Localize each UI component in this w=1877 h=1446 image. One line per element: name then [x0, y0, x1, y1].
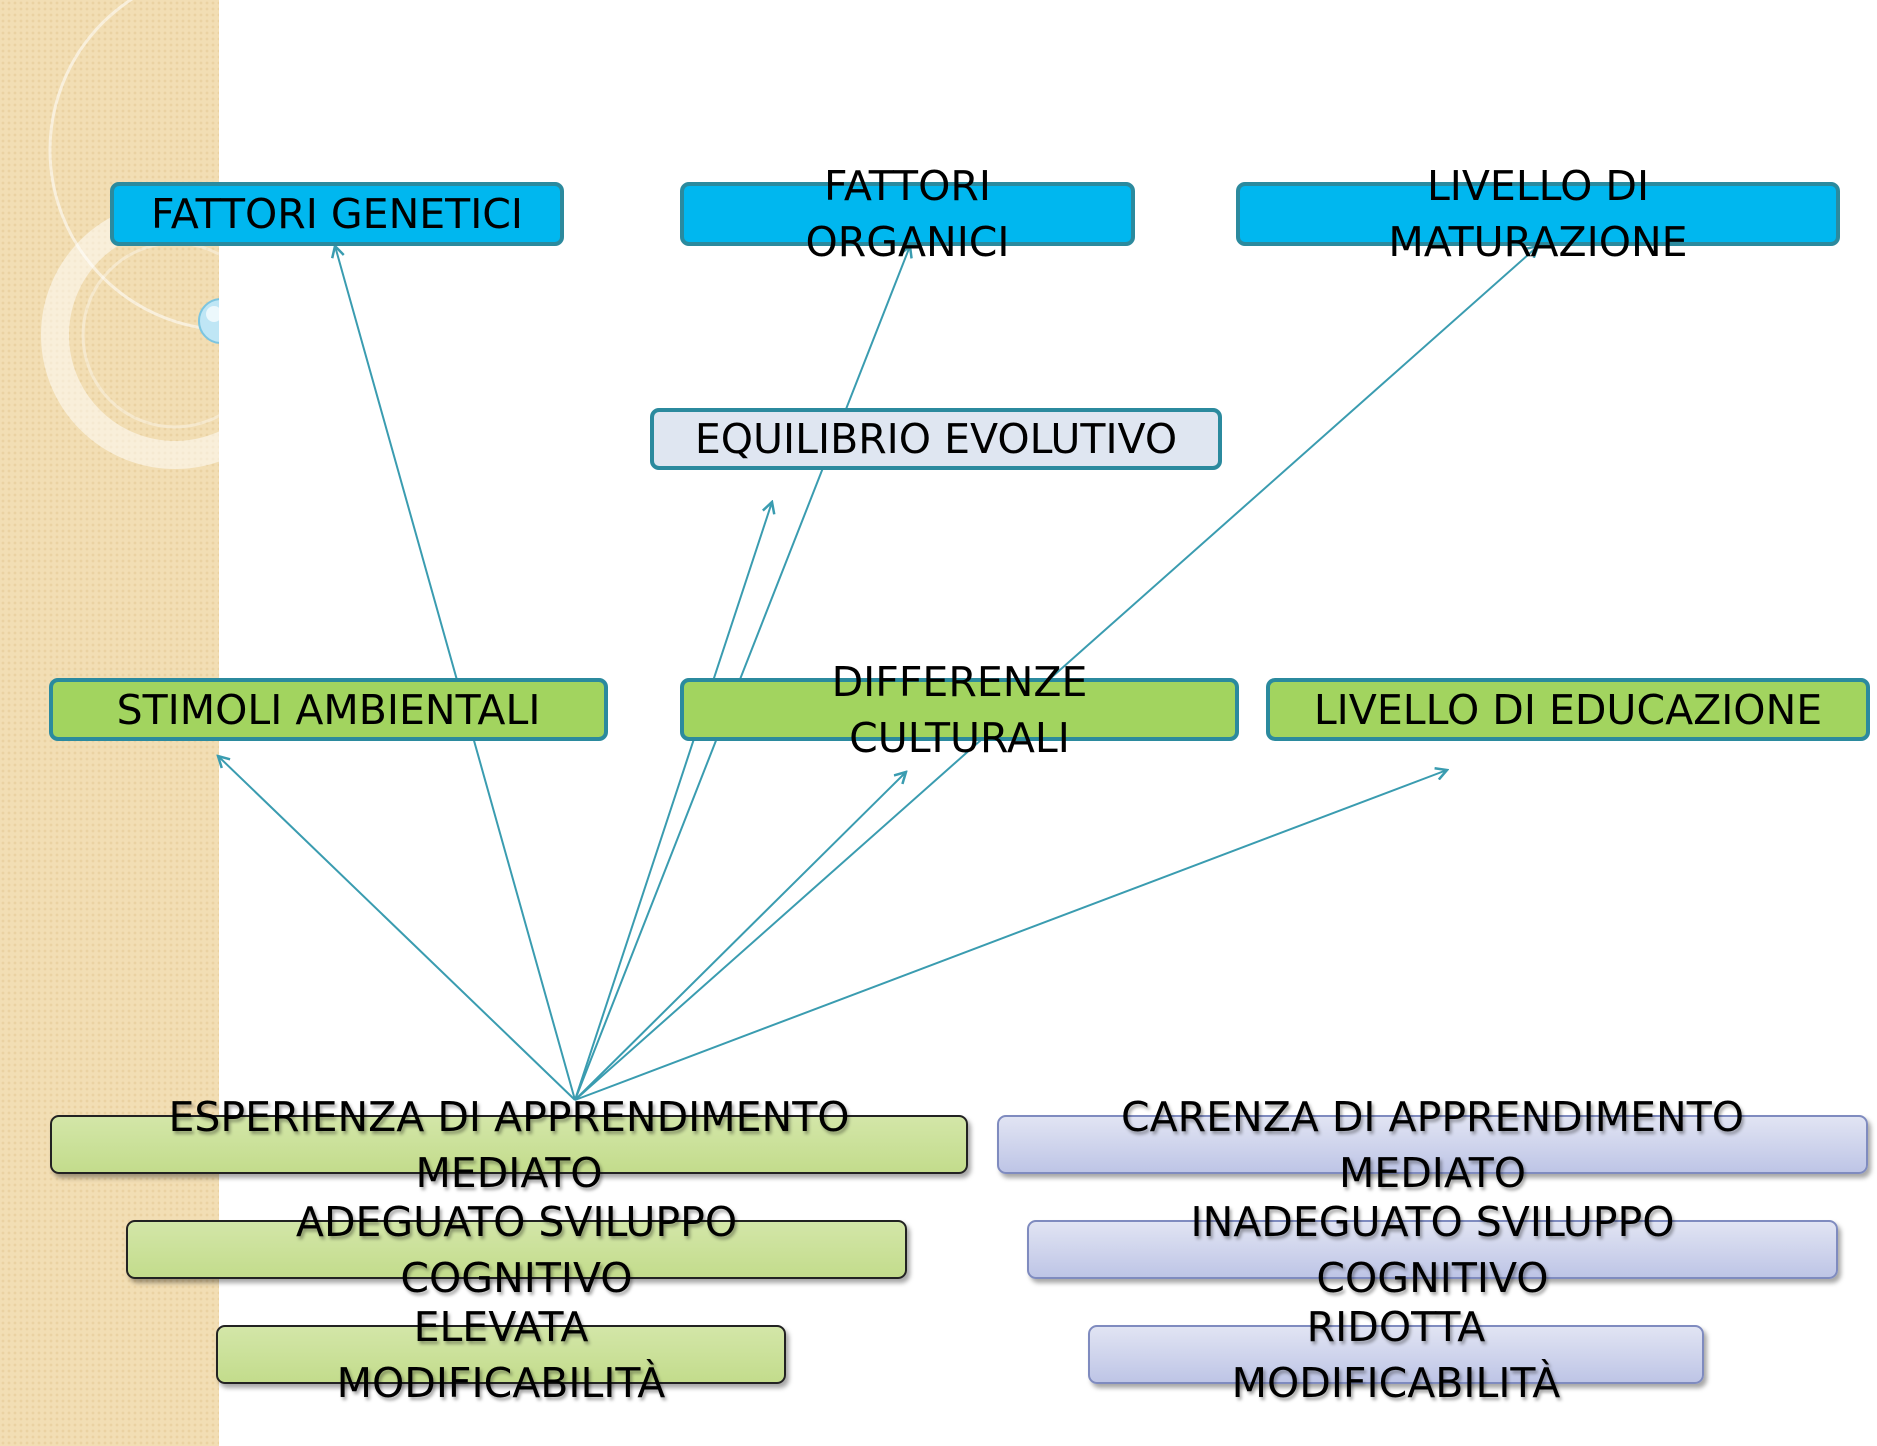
differenze-culturali-box: DIFFERENZE CULTURALI: [680, 658, 1239, 762]
adeguato-sviluppo-box: ADEGUATO SVILUPPO COGNITIVO: [126, 1198, 907, 1302]
fattori-organici-box: FATTORI ORGANICI: [680, 162, 1135, 266]
livello-maturazione-label-line1: LIVELLO DI: [1426, 162, 1650, 210]
inadeguato-sviluppo-label-line2: COGNITIVO: [1316, 1253, 1549, 1302]
arrow-to-fattori-genetici: [335, 246, 576, 1101]
carenza-apprendimento-label-line2: MEDIATO: [1338, 1148, 1527, 1197]
fattori-genetici-box: FATTORI GENETICI: [110, 182, 564, 246]
differenze-culturali-label-line1: DIFFERENZE: [831, 657, 1088, 706]
fattori-organici-label-line1: FATTORI: [824, 162, 991, 210]
elevata-modificabilita-label-line2: MODIFICABILITÀ: [336, 1358, 666, 1407]
ridotta-modificabilita-label-line2: MODIFICABILITÀ: [1231, 1358, 1561, 1407]
ridotta-modificabilita-box: RIDOTTA MODIFICABILITÀ: [1088, 1303, 1704, 1407]
elevata-modificabilita-box: ELEVATA MODIFICABILITÀ: [216, 1303, 786, 1407]
differenze-culturali-label-line2: CULTURALI: [849, 713, 1070, 762]
arrow-to-livello-maturazione: [574, 246, 1538, 1101]
arrow-to-fattori-organici: [574, 246, 910, 1101]
arrow-to-stimoli-ambientali: [218, 756, 576, 1101]
adeguato-sviluppo-label-line1: ADEGUATO SVILUPPO: [295, 1197, 738, 1246]
fattori-genetici-label: FATTORI GENETICI: [150, 190, 524, 238]
esperienza-apprendimento-label-line2: MEDIATO: [415, 1148, 603, 1197]
esperienza-apprendimento-box: ESPERIENZA DI APPRENDIMENTO MEDIATO: [50, 1093, 968, 1197]
inadeguato-sviluppo-label-line1: INADEGUATO SVILUPPO: [1190, 1197, 1675, 1246]
equilibrio-evolutivo-label: EQUILIBRIO EVOLUTIVO: [694, 415, 1178, 463]
elevata-modificabilita-label-line1: ELEVATA: [413, 1302, 589, 1351]
livello-maturazione-box: LIVELLO DI MATURAZIONE: [1236, 162, 1840, 266]
arrow-to-livello-educazione: [574, 770, 1447, 1101]
arrow-to-equilibrio-evolutivo: [574, 502, 772, 1101]
livello-maturazione-label-line2: MATURAZIONE: [1388, 218, 1688, 266]
esperienza-apprendimento-label-line1: ESPERIENZA DI APPRENDIMENTO: [168, 1092, 850, 1141]
stimoli-ambientali-box: STIMOLI AMBIENTALI: [49, 678, 608, 741]
carenza-apprendimento-label-line1: CARENZA DI APPRENDIMENTO: [1120, 1092, 1745, 1141]
adeguato-sviluppo-label-line2: COGNITIVO: [400, 1253, 633, 1302]
ridotta-modificabilita-label-line1: RIDOTTA: [1306, 1302, 1486, 1351]
carenza-apprendimento-box: CARENZA DI APPRENDIMENTO MEDIATO: [997, 1093, 1868, 1197]
fattori-organici-label-line2: ORGANICI: [805, 218, 1010, 266]
inadeguato-sviluppo-box: INADEGUATO SVILUPPO COGNITIVO: [1027, 1198, 1838, 1302]
arrow-to-differenze-culturali: [574, 772, 906, 1101]
livello-educazione-label: LIVELLO DI EDUCAZIONE: [1313, 685, 1823, 734]
stimoli-ambientali-label: STIMOLI AMBIENTALI: [116, 685, 541, 734]
livello-educazione-box: LIVELLO DI EDUCAZIONE: [1266, 678, 1870, 741]
equilibrio-evolutivo-box: EQUILIBRIO EVOLUTIVO: [650, 408, 1222, 470]
